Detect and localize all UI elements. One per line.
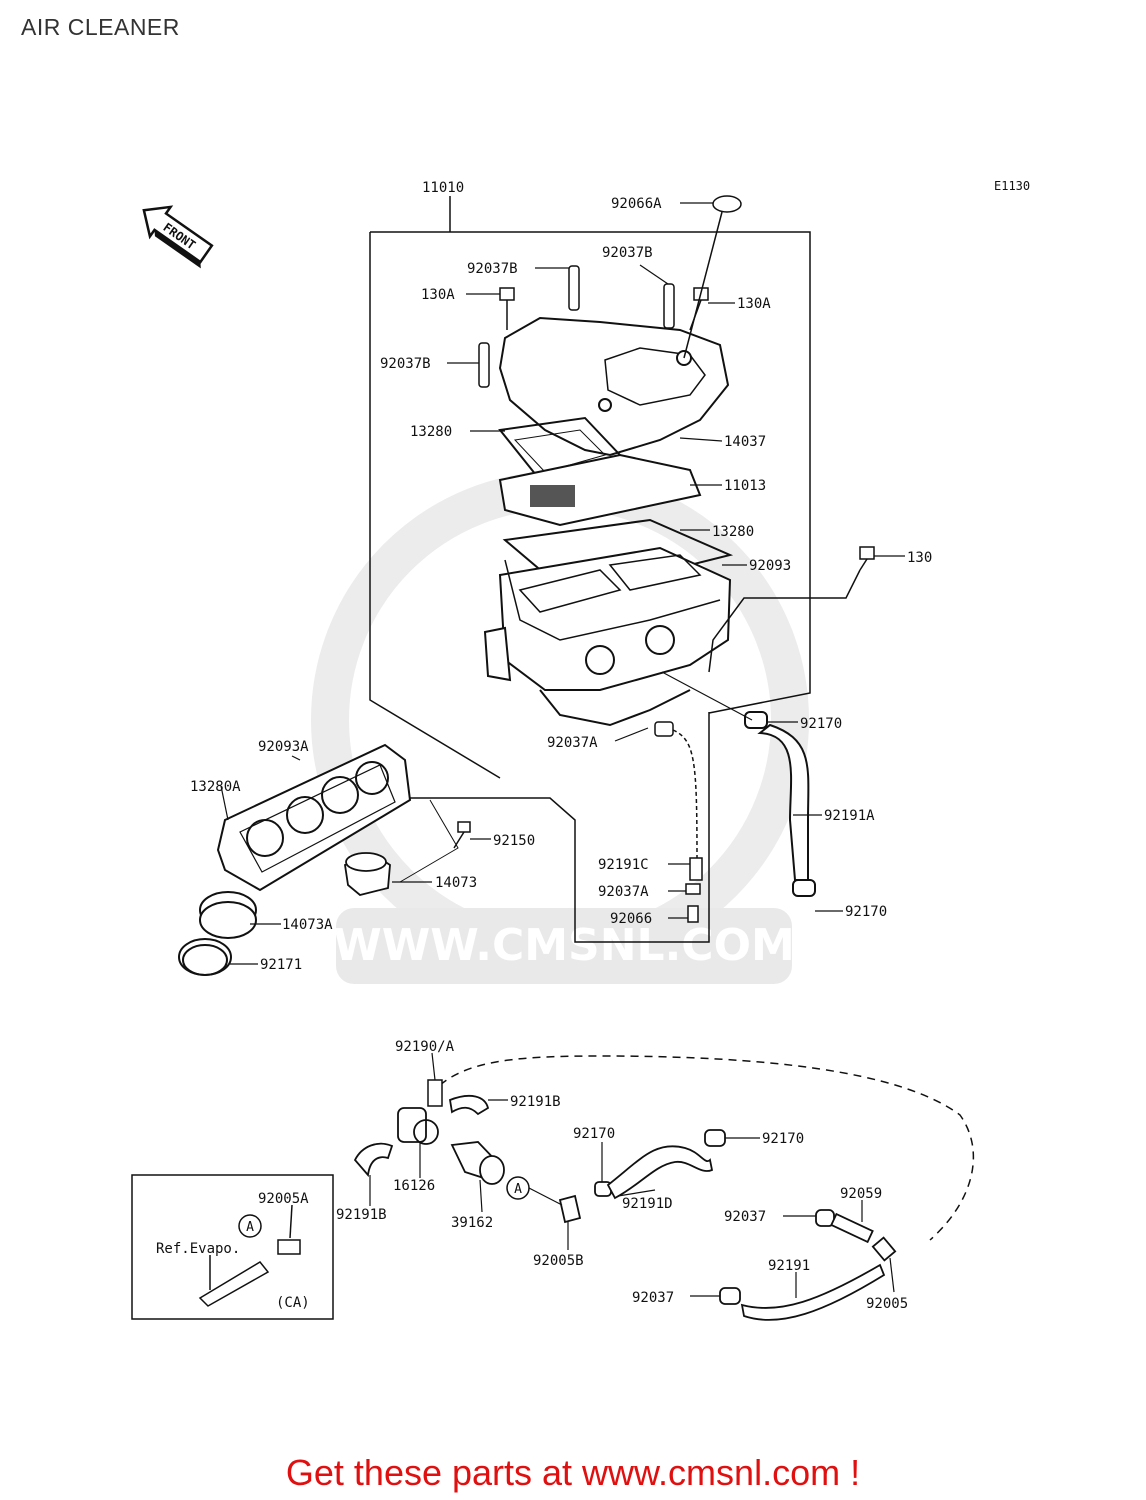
label-13280-a: 13280 xyxy=(410,424,452,440)
label-130A-left: 130A xyxy=(421,287,455,303)
label-92191A: 92191A xyxy=(824,808,875,824)
label-92191B-b: 92191B xyxy=(336,1207,387,1223)
air-cleaner-cover xyxy=(498,316,730,457)
label-14073: 14073 xyxy=(435,875,477,891)
label-92191D: 92191D xyxy=(622,1196,673,1212)
label-92170-a: 92170 xyxy=(800,716,842,732)
label-92037-a: 92037 xyxy=(724,1209,766,1225)
label-92093: 92093 xyxy=(749,558,791,574)
diagram-code: E1130 xyxy=(994,179,1030,193)
watermark-text: WWW.CMSNL.COM xyxy=(333,920,795,971)
label-14073A: 14073A xyxy=(282,917,333,933)
label-92005: 92005 xyxy=(866,1296,908,1312)
carburetor-holder-plate xyxy=(216,743,412,892)
boot-14073A xyxy=(199,891,257,939)
bolt-130A-left xyxy=(499,287,515,330)
label-16126: 16126 xyxy=(393,1178,435,1194)
part-labels: 11010 92066A 92037B 92037B 130A 130A 920… xyxy=(156,180,932,1312)
label-92171: 92171 xyxy=(260,957,302,973)
marker-a-label-1: A xyxy=(246,1220,254,1235)
label-92037A-b: 92037A xyxy=(598,884,649,900)
label-92150: 92150 xyxy=(493,833,535,849)
duct-14073 xyxy=(343,852,391,896)
label-92037B-3: 92037B xyxy=(380,356,431,372)
hose-92191A xyxy=(661,671,816,897)
label-13280-b: 13280 xyxy=(712,524,754,540)
label-92059: 92059 xyxy=(840,1186,882,1202)
leader-lines xyxy=(220,202,905,1298)
assembly-bracket xyxy=(369,196,811,943)
page-title: AIR CLEANER xyxy=(21,14,180,40)
bolt-130 xyxy=(708,546,875,673)
air-cleaner-housing xyxy=(483,546,732,727)
label-92005A: 92005A xyxy=(258,1191,309,1207)
filter-element-11013 xyxy=(498,453,702,527)
clamp-92171 xyxy=(178,938,232,976)
label-92191: 92191 xyxy=(768,1258,810,1274)
label-92191B-a: 92191B xyxy=(510,1094,561,1110)
label-ref-evapo: Ref.Evapo. xyxy=(156,1241,240,1257)
label-92037B-2: 92037B xyxy=(602,245,653,261)
label-92066: 92066 xyxy=(610,911,652,927)
label-92066A-top: 92066A xyxy=(611,196,662,212)
front-arrow-icon: FRONT xyxy=(142,205,214,269)
label-92093A: 92093A xyxy=(258,739,309,755)
label-92190A: 92190/A xyxy=(395,1039,455,1055)
ref-evapo-box xyxy=(131,1174,334,1320)
marker-a-label-2: A xyxy=(514,1182,522,1197)
label-14037: 14037 xyxy=(724,434,766,450)
label-92170-b: 92170 xyxy=(845,904,887,920)
label-92037-b: 92037 xyxy=(632,1290,674,1306)
label-39162: 39162 xyxy=(451,1215,493,1231)
label-92170-d: 92170 xyxy=(762,1131,804,1147)
small-hose-92191C xyxy=(654,721,703,923)
footer-link[interactable]: Get these parts at www.cmsnl.com ! xyxy=(285,1452,861,1493)
label-92037A-a: 92037A xyxy=(547,735,598,751)
label-92037B-1: 92037B xyxy=(467,261,518,277)
label-92005B: 92005B xyxy=(533,1253,584,1269)
label-130: 130 xyxy=(907,550,932,566)
plug-92066A xyxy=(683,195,742,359)
pins-92037B xyxy=(478,265,675,388)
evap-hose-route xyxy=(427,1055,975,1241)
bolt-92150 xyxy=(399,799,471,883)
label-92170-c: 92170 xyxy=(573,1126,615,1142)
parts-lower xyxy=(353,1094,897,1321)
label-11010: 11010 xyxy=(422,180,464,196)
label-ca: (CA) xyxy=(276,1295,310,1311)
label-11013: 11013 xyxy=(724,478,766,494)
label-92191C: 92191C xyxy=(598,857,649,873)
label-13280A: 13280A xyxy=(190,779,241,795)
label-130A-right: 130A xyxy=(737,296,771,312)
reference-marker-a: A A xyxy=(238,1176,563,1238)
